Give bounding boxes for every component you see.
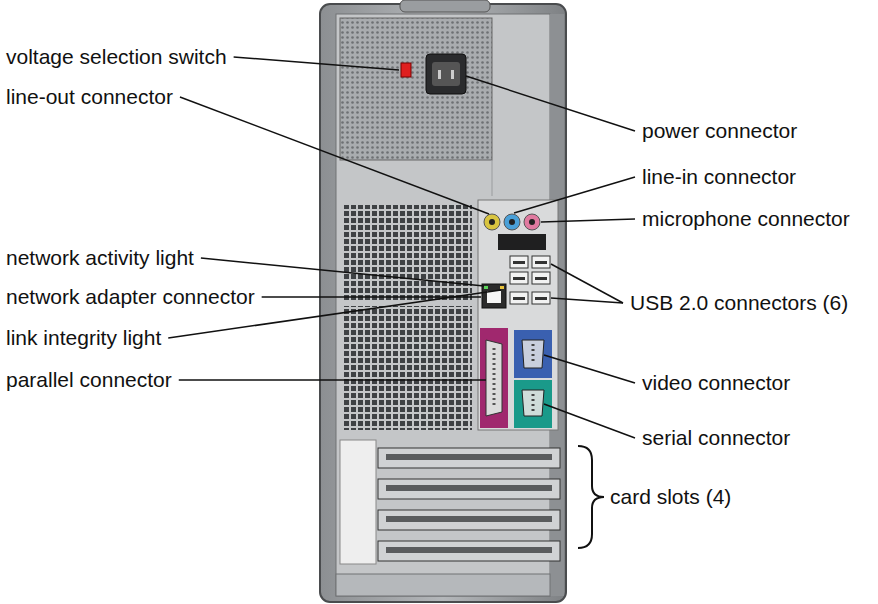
part-label: power connector — [640, 119, 799, 143]
part-label: network activity light — [4, 246, 196, 270]
audio-jack — [504, 214, 520, 230]
activity-light — [484, 286, 488, 289]
leader-line — [234, 57, 399, 70]
leader-line — [201, 258, 484, 286]
serial-panel — [514, 380, 552, 428]
leader-line — [544, 404, 635, 438]
leader-line — [551, 264, 623, 303]
part-label: link integrity light — [4, 326, 163, 350]
leader-line — [180, 97, 489, 214]
parallel-port — [486, 340, 502, 416]
seam — [492, 160, 493, 196]
bracket — [578, 446, 604, 548]
part-label: serial connector — [640, 426, 792, 450]
pin — [451, 70, 454, 79]
leader-line — [466, 76, 635, 131]
io-panel — [478, 200, 558, 430]
part-label: voltage selection switch — [4, 45, 229, 69]
part-label: line-out connector — [4, 85, 175, 109]
voltage-switch — [401, 63, 411, 77]
audio-strip — [498, 234, 546, 250]
video-port — [522, 340, 544, 368]
part-label: line-in connector — [640, 165, 798, 189]
network-port — [482, 284, 506, 308]
leader-line — [541, 219, 635, 222]
leader-line — [179, 379, 486, 381]
base — [336, 574, 550, 596]
audio-jack — [524, 214, 540, 230]
link-light — [500, 286, 504, 289]
part-label: microphone connector — [640, 207, 852, 231]
power-socket — [426, 54, 466, 94]
handle — [400, 0, 490, 12]
power-socket-inner — [432, 62, 460, 86]
parallel-panel — [480, 328, 508, 428]
part-label: video connector — [640, 371, 792, 395]
usb-ports — [510, 256, 550, 304]
audio-jack — [484, 214, 500, 230]
card-slots — [378, 448, 560, 561]
part-label: USB 2.0 connectors (6) — [628, 291, 850, 315]
psu-grille — [340, 18, 492, 160]
pin — [438, 70, 441, 79]
video-panel — [514, 330, 552, 378]
vent-grille — [342, 205, 472, 301]
slot-bay — [340, 440, 376, 564]
leader-line — [514, 177, 635, 213]
part-label: parallel connector — [4, 368, 174, 392]
tower-shell — [320, 4, 566, 602]
leader-line — [551, 298, 623, 303]
vent-grille — [342, 306, 472, 430]
part-label: card slots (4) — [608, 485, 733, 509]
leader-line — [544, 355, 635, 383]
part-label: network adapter connector — [4, 285, 257, 309]
serial-port — [522, 390, 544, 416]
